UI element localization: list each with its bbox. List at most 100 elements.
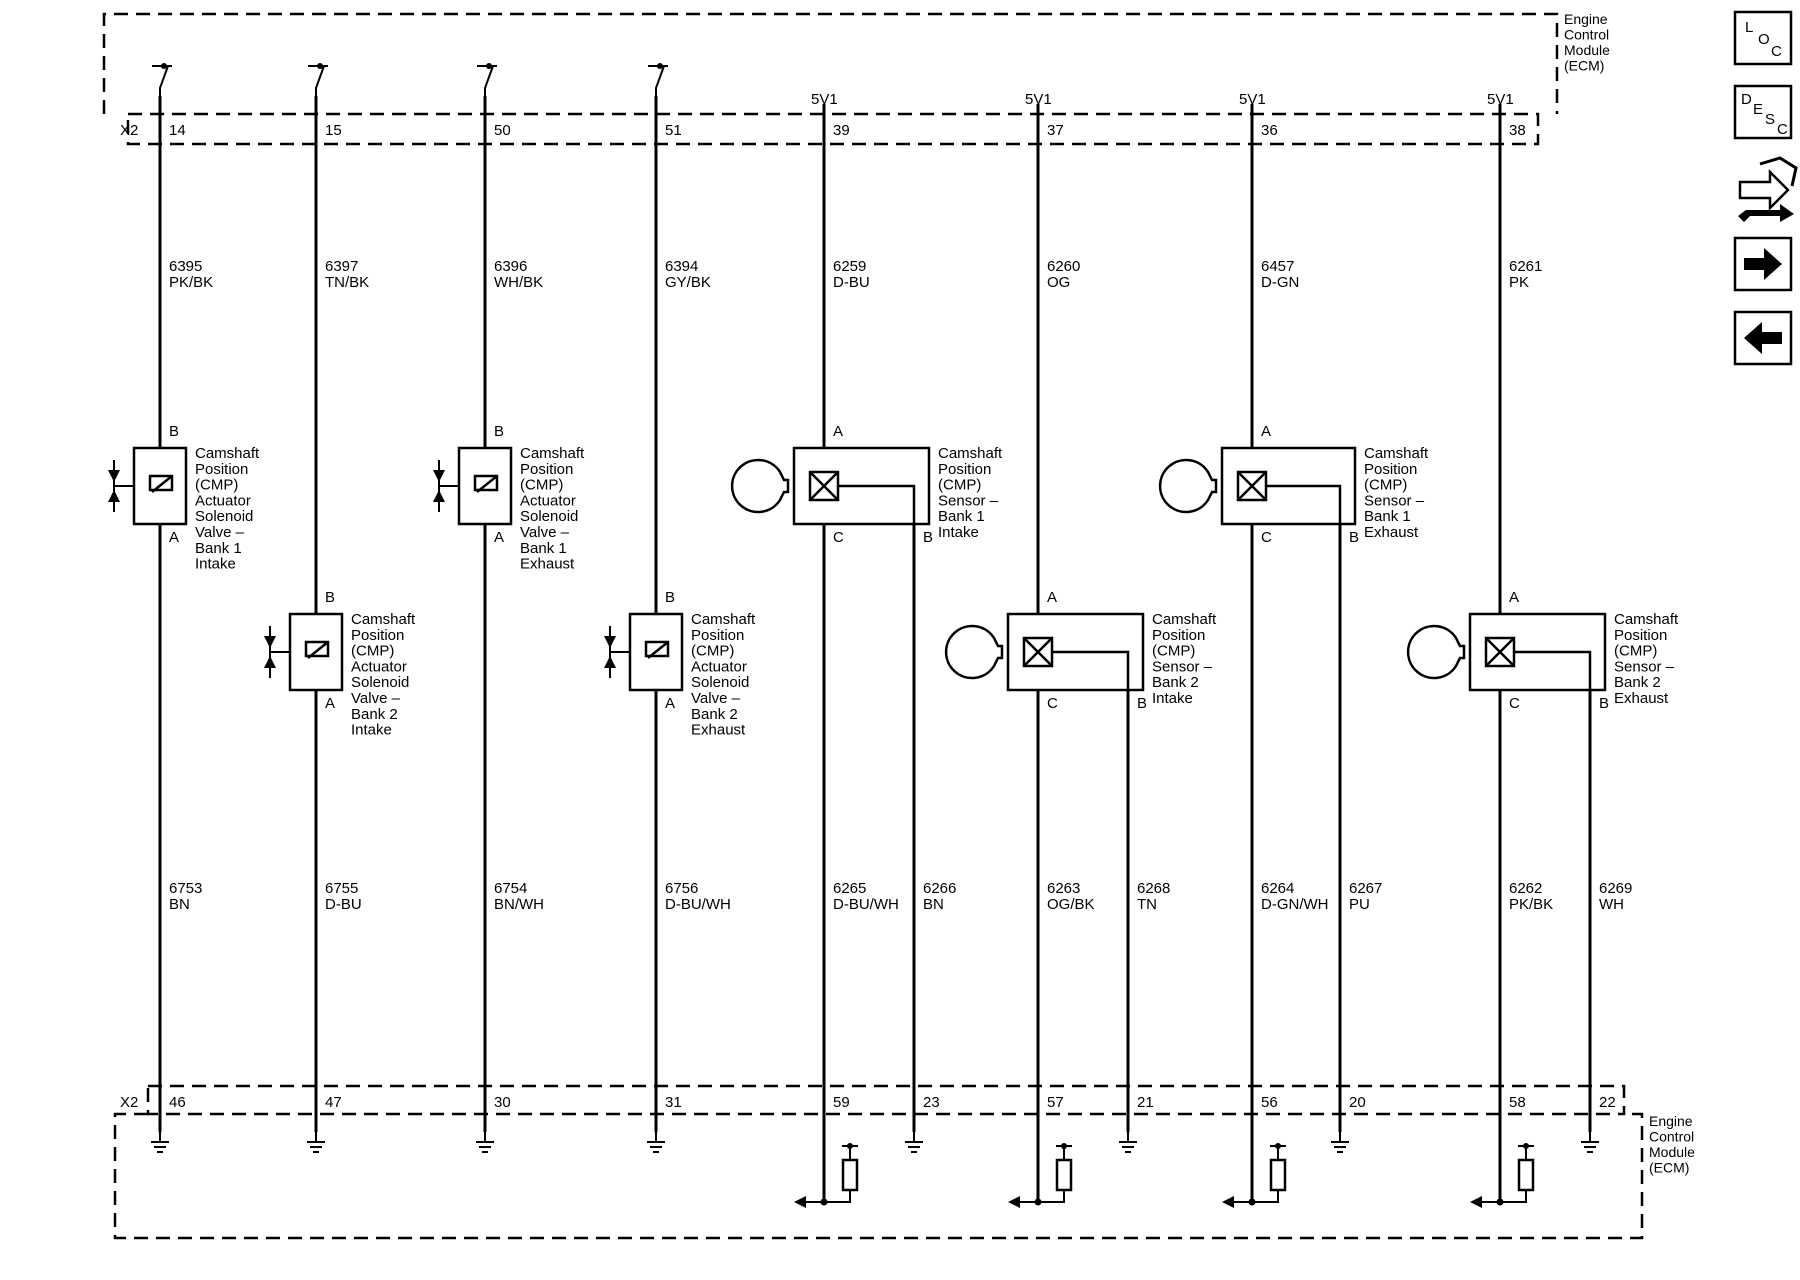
solenoid-arrow-down: [264, 636, 276, 648]
sensor-element-x: [809, 471, 839, 501]
wire-color: D-BU: [325, 896, 362, 913]
supply-label: 5V1: [1239, 91, 1266, 108]
wire-color: GY/BK: [665, 274, 711, 291]
switch-icon: [648, 63, 668, 96]
terminal-label: B: [169, 423, 179, 440]
wire-circuit: 6259: [833, 258, 866, 275]
wrench-shape[interactable]: [1738, 204, 1794, 222]
component-label: (CMP): [351, 643, 394, 660]
component-label: Valve –: [195, 524, 245, 541]
component-label: Position: [938, 461, 991, 478]
ecm-top-label: (ECM): [1564, 58, 1604, 74]
terminal-label: C: [1261, 529, 1272, 546]
component-label: Bank 1: [195, 540, 242, 557]
loc-button-frame[interactable]: [1733, 10, 1793, 66]
component-label: Camshaft: [1364, 445, 1429, 462]
ground-symbol: [476, 1132, 494, 1153]
desc-letter: S: [1765, 111, 1775, 128]
wire-color: WH/BK: [494, 274, 543, 291]
component-label: Valve –: [691, 690, 741, 707]
component-label: Solenoid: [195, 508, 253, 525]
pullup-link: [824, 1190, 851, 1203]
component-label: Exhaust: [1364, 524, 1419, 541]
connector-x2-top: [126, 112, 1540, 146]
component-label: Bank 2: [1152, 674, 1199, 691]
pullup-input-arrow: [1470, 1196, 1482, 1208]
component-label: (CMP): [1152, 643, 1195, 660]
component-label: Camshaft: [1614, 611, 1679, 628]
connector-arrow-shape[interactable]: [1738, 168, 1790, 212]
component-label: (CMP): [1614, 643, 1657, 660]
previous-page-button[interactable]: [1733, 310, 1793, 366]
cmp-sensor-symbol: [1158, 446, 1357, 526]
switch-arm: [477, 65, 497, 96]
arrow-right-icon[interactable]: [1744, 248, 1782, 280]
supply-label: 5V1: [1487, 91, 1514, 108]
next-page-button[interactable]: [1733, 236, 1793, 292]
desc-button-frame[interactable]: [1733, 84, 1793, 140]
component-label: Exhaust: [520, 556, 575, 573]
terminal-label: A: [833, 423, 843, 440]
pullup-input-arrow: [1008, 1196, 1020, 1208]
wire-circuit: 6753: [169, 880, 202, 897]
wire-color: D-BU: [833, 274, 870, 291]
component-label: Intake: [195, 556, 236, 573]
terminal-label: C: [833, 529, 844, 546]
solenoid-valve-symbol: [108, 446, 188, 526]
pullup-resistor: [1055, 1158, 1073, 1192]
pullup-resistor: [841, 1158, 859, 1192]
cmp-sensor-symbol: [1406, 612, 1607, 692]
pullup-resistor-circuit: [1222, 1143, 1287, 1208]
component-label: Sensor –: [1364, 492, 1425, 509]
component-label: Intake: [1152, 690, 1193, 707]
component-label: Camshaft: [195, 445, 260, 462]
component-label: Camshaft: [520, 445, 585, 462]
component-label: Solenoid: [691, 674, 749, 691]
solenoid-arrow-up: [604, 656, 616, 668]
component-label: Bank 2: [691, 706, 738, 723]
pullup-dot: [1061, 1143, 1067, 1149]
component-label: Bank 2: [351, 706, 398, 723]
sensor-internal-wire: [1514, 650, 1592, 690]
component-label: Bank 1: [520, 540, 567, 557]
switch-icon: [152, 63, 172, 96]
pullup-input-arrow: [794, 1196, 806, 1208]
component-label: Position: [1614, 627, 1667, 644]
component-label: Position: [520, 461, 573, 478]
connector-pin: 39: [833, 122, 850, 139]
pullup-link: [1038, 1190, 1065, 1203]
connector-tools-icon[interactable]: [1738, 156, 1798, 222]
wire-color: BN: [923, 896, 944, 913]
connector-x2-bottom: [146, 1084, 1626, 1116]
terminal-label: A: [494, 529, 504, 546]
component-label: (CMP): [1364, 477, 1407, 494]
component-label: Exhaust: [1614, 690, 1669, 707]
sensor-internal-wire: [1052, 650, 1130, 690]
component-label: (CMP): [691, 643, 734, 660]
solenoid-coil: [304, 640, 330, 658]
supply-label: 5V1: [811, 91, 838, 108]
ecm-bottom-outline: [113, 1112, 1644, 1240]
component-label: Bank 2: [1614, 674, 1661, 691]
loc-button[interactable]: LOC: [1733, 10, 1793, 66]
harness-wire-shape[interactable]: [1759, 156, 1798, 187]
desc-letter: E: [1753, 101, 1763, 118]
cmp-sensor-symbol: [730, 446, 931, 526]
desc-letter: D: [1741, 91, 1752, 108]
wire-circuit: 6269: [1599, 880, 1632, 897]
component-label: Position: [195, 461, 248, 478]
solenoid-valve-symbol: [604, 612, 684, 692]
solenoid-slash: [307, 641, 329, 659]
wire-color: PK/BK: [169, 274, 213, 291]
wire-color: BN: [169, 896, 190, 913]
wire-circuit: 6394: [665, 258, 698, 275]
component-label: Actuator: [691, 658, 747, 675]
component-label: Bank 1: [1364, 508, 1411, 525]
arrow-left-icon[interactable]: [1744, 322, 1782, 354]
switch-arm: [308, 65, 328, 96]
component-label: Actuator: [195, 492, 251, 509]
ecm-top-outline: [102, 12, 1559, 114]
pullup-dot: [1275, 1143, 1281, 1149]
